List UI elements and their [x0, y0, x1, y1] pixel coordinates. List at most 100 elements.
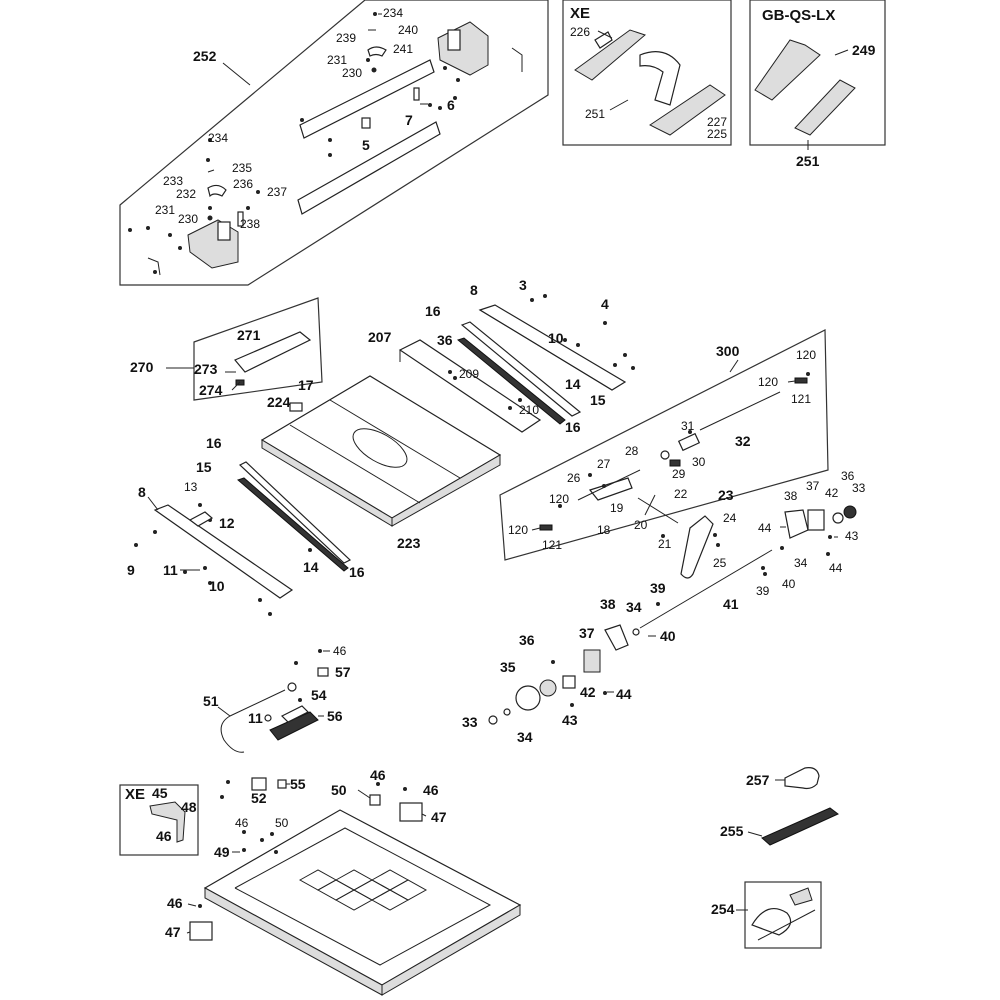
- callout-33-b: 33: [462, 714, 478, 730]
- xe-bottom-title: XE: [125, 786, 145, 803]
- callout-239: 239: [336, 31, 356, 45]
- callout-12: 12: [219, 515, 235, 531]
- callout-43: 43: [845, 529, 859, 543]
- callout-22: 22: [674, 487, 688, 501]
- callout-44-c: 44: [616, 686, 632, 702]
- xe-top-panel: XE 226 251 227 225: [562, 0, 732, 146]
- callout-34-c: 34: [517, 729, 533, 745]
- callout-55: 55: [290, 776, 306, 792]
- callout-46-d: 46: [423, 782, 439, 798]
- callout-270: 270: [130, 359, 154, 375]
- callout-47: 47: [431, 809, 447, 825]
- callout-42: 42: [825, 486, 839, 500]
- callout-11: 11: [163, 562, 178, 578]
- fence-assembly-panel: 252 234 240 239 241 231 230 7 6 5 234 23…: [119, 0, 549, 286]
- callout-120-c: 120: [549, 492, 569, 506]
- rails-and-table: 8 3 4 16 10 207 36 209 14 15 210 16 271 …: [127, 277, 635, 616]
- callout-273: 273: [194, 361, 218, 377]
- callout-44-b: 44: [829, 561, 843, 575]
- callout-52: 52: [251, 790, 267, 806]
- callout-50: 50: [331, 782, 347, 798]
- callout-35: 35: [500, 659, 516, 675]
- callout-36-b: 36: [841, 469, 855, 483]
- callout-7: 7: [405, 112, 413, 128]
- callout-39: 39: [756, 584, 770, 598]
- callout-26: 26: [567, 471, 581, 485]
- base-assembly: 55 52 46 46 50 47 46 50 49 46 47: [165, 767, 522, 996]
- callout-257: 257: [746, 772, 770, 788]
- callout-255: 255: [720, 823, 744, 839]
- callout-251-b: 251: [796, 153, 820, 169]
- callout-10: 10: [548, 330, 564, 346]
- callout-15-b: 15: [196, 459, 212, 475]
- callout-236: 236: [233, 177, 253, 191]
- callout-13: 13: [184, 480, 198, 494]
- callout-36: 36: [437, 332, 453, 348]
- callout-238: 238: [240, 217, 260, 231]
- callout-37: 37: [806, 479, 820, 493]
- callout-209: 209: [459, 367, 479, 381]
- callout-230: 230: [342, 66, 362, 80]
- callout-11-b: 11: [248, 710, 263, 726]
- extension-bar-207: [398, 339, 542, 433]
- callout-231: 231: [327, 53, 347, 67]
- miter-gauge-254: [751, 907, 792, 936]
- callout-235: 235: [232, 161, 252, 175]
- fence-rail-lower: [297, 121, 441, 215]
- callout-19: 19: [610, 501, 624, 515]
- callout-50-b: 50: [275, 816, 289, 830]
- callout-57: 57: [335, 664, 351, 680]
- fence-rail-upper: [299, 59, 435, 139]
- callout-20: 20: [634, 518, 648, 532]
- callout-46-e: 46: [235, 816, 249, 830]
- callout-30: 30: [692, 455, 706, 469]
- gb-qs-lx-title: GB-QS-LX: [762, 7, 835, 24]
- callout-44: 44: [758, 521, 772, 535]
- callout-3: 3: [519, 277, 527, 293]
- callout-120: 120: [796, 348, 816, 362]
- callout-31: 31: [681, 419, 695, 433]
- callout-231-b: 231: [155, 203, 175, 217]
- callout-21: 21: [658, 537, 672, 551]
- bevel-mechanism: 23 24 25 38 37 36 33 42 44 43 34 44 40 3…: [462, 469, 866, 745]
- callout-120-b: 120: [758, 375, 778, 389]
- callout-4: 4: [601, 296, 609, 312]
- callout-16-b: 16: [565, 419, 581, 435]
- callout-230-b: 230: [178, 212, 198, 226]
- callout-15: 15: [590, 392, 606, 408]
- handle-23: [680, 515, 714, 579]
- callout-225: 225: [707, 127, 727, 141]
- callout-40: 40: [782, 577, 796, 591]
- callout-34: 34: [794, 556, 808, 570]
- callout-25: 25: [713, 556, 727, 570]
- callout-56: 56: [327, 708, 343, 724]
- guard-part-xe: [649, 84, 726, 136]
- callout-40-b: 40: [660, 628, 676, 644]
- xe-bottom-panel: XE 45 48 46: [119, 784, 199, 856]
- cover-47-b: [189, 921, 213, 941]
- callout-28: 28: [625, 444, 639, 458]
- callout-48: 48: [181, 799, 197, 815]
- callout-6: 6: [447, 97, 455, 113]
- guard-part-gb: [794, 79, 856, 136]
- callout-241: 241: [393, 42, 413, 56]
- callout-14: 14: [565, 376, 581, 392]
- callout-234: 234: [383, 6, 403, 20]
- callout-8: 8: [470, 282, 478, 298]
- callout-9: 9: [127, 562, 135, 578]
- callout-251: 251: [585, 107, 605, 121]
- throat-plate-271: [234, 331, 312, 373]
- xe-top-title: XE: [570, 5, 590, 22]
- callout-300: 300: [716, 343, 740, 359]
- callout-49: 49: [214, 844, 230, 860]
- callout-223: 223: [397, 535, 421, 551]
- callout-237: 237: [267, 185, 287, 199]
- knob-35: [515, 685, 541, 711]
- callout-27: 27: [597, 457, 611, 471]
- callout-34-b: 34: [626, 599, 642, 615]
- cable-assembly: 46 57 54 51 11 56: [203, 644, 351, 753]
- callout-47-b: 47: [165, 924, 181, 940]
- callout-120-d: 120: [508, 523, 528, 537]
- callout-54: 54: [311, 687, 327, 703]
